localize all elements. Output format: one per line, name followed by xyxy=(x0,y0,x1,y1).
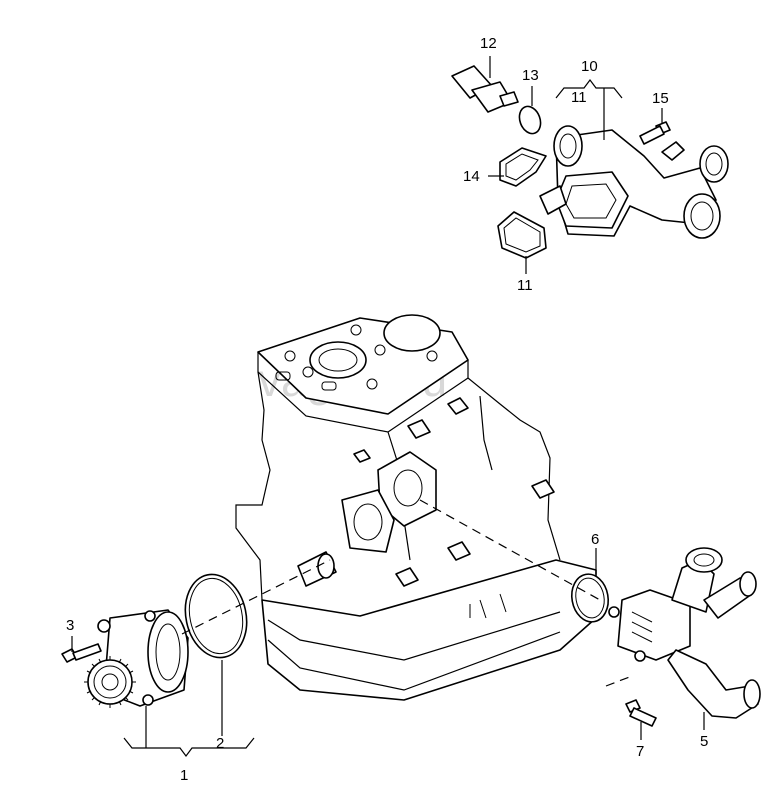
temperature-sensor-12 xyxy=(451,65,519,113)
callout-6: 6 xyxy=(591,531,599,548)
callout-13: 13 xyxy=(522,67,539,84)
bolt-3 xyxy=(61,643,102,663)
bolt-15 xyxy=(639,121,671,145)
callout-10: 10 xyxy=(581,58,598,75)
seal-ring-6 xyxy=(570,573,610,623)
callout-14: 14 xyxy=(463,168,480,185)
callout-11: 11 xyxy=(517,277,533,294)
callout-11-group: 11 xyxy=(571,89,587,106)
callout-12: 12 xyxy=(480,35,497,52)
engine-block xyxy=(235,314,597,701)
callout-1: 1 xyxy=(180,767,188,784)
leader-lines xyxy=(71,56,705,757)
water-pump xyxy=(84,609,189,708)
thermostat-housing xyxy=(608,547,761,719)
callout-3: 3 xyxy=(66,617,74,634)
callouts: 1 2 3 5 6 7 10 11 11 12 13 14 15 xyxy=(66,35,708,784)
o-ring-13 xyxy=(518,105,542,135)
coolant-flange xyxy=(539,125,729,239)
callout-5: 5 xyxy=(700,733,708,750)
bolt-7 xyxy=(625,699,657,727)
callout-7: 7 xyxy=(636,743,644,760)
callout-2: 2 xyxy=(216,735,224,752)
callout-15: 15 xyxy=(652,90,669,107)
gasket-14 xyxy=(499,147,547,187)
gasket-ring-2 xyxy=(184,573,248,659)
